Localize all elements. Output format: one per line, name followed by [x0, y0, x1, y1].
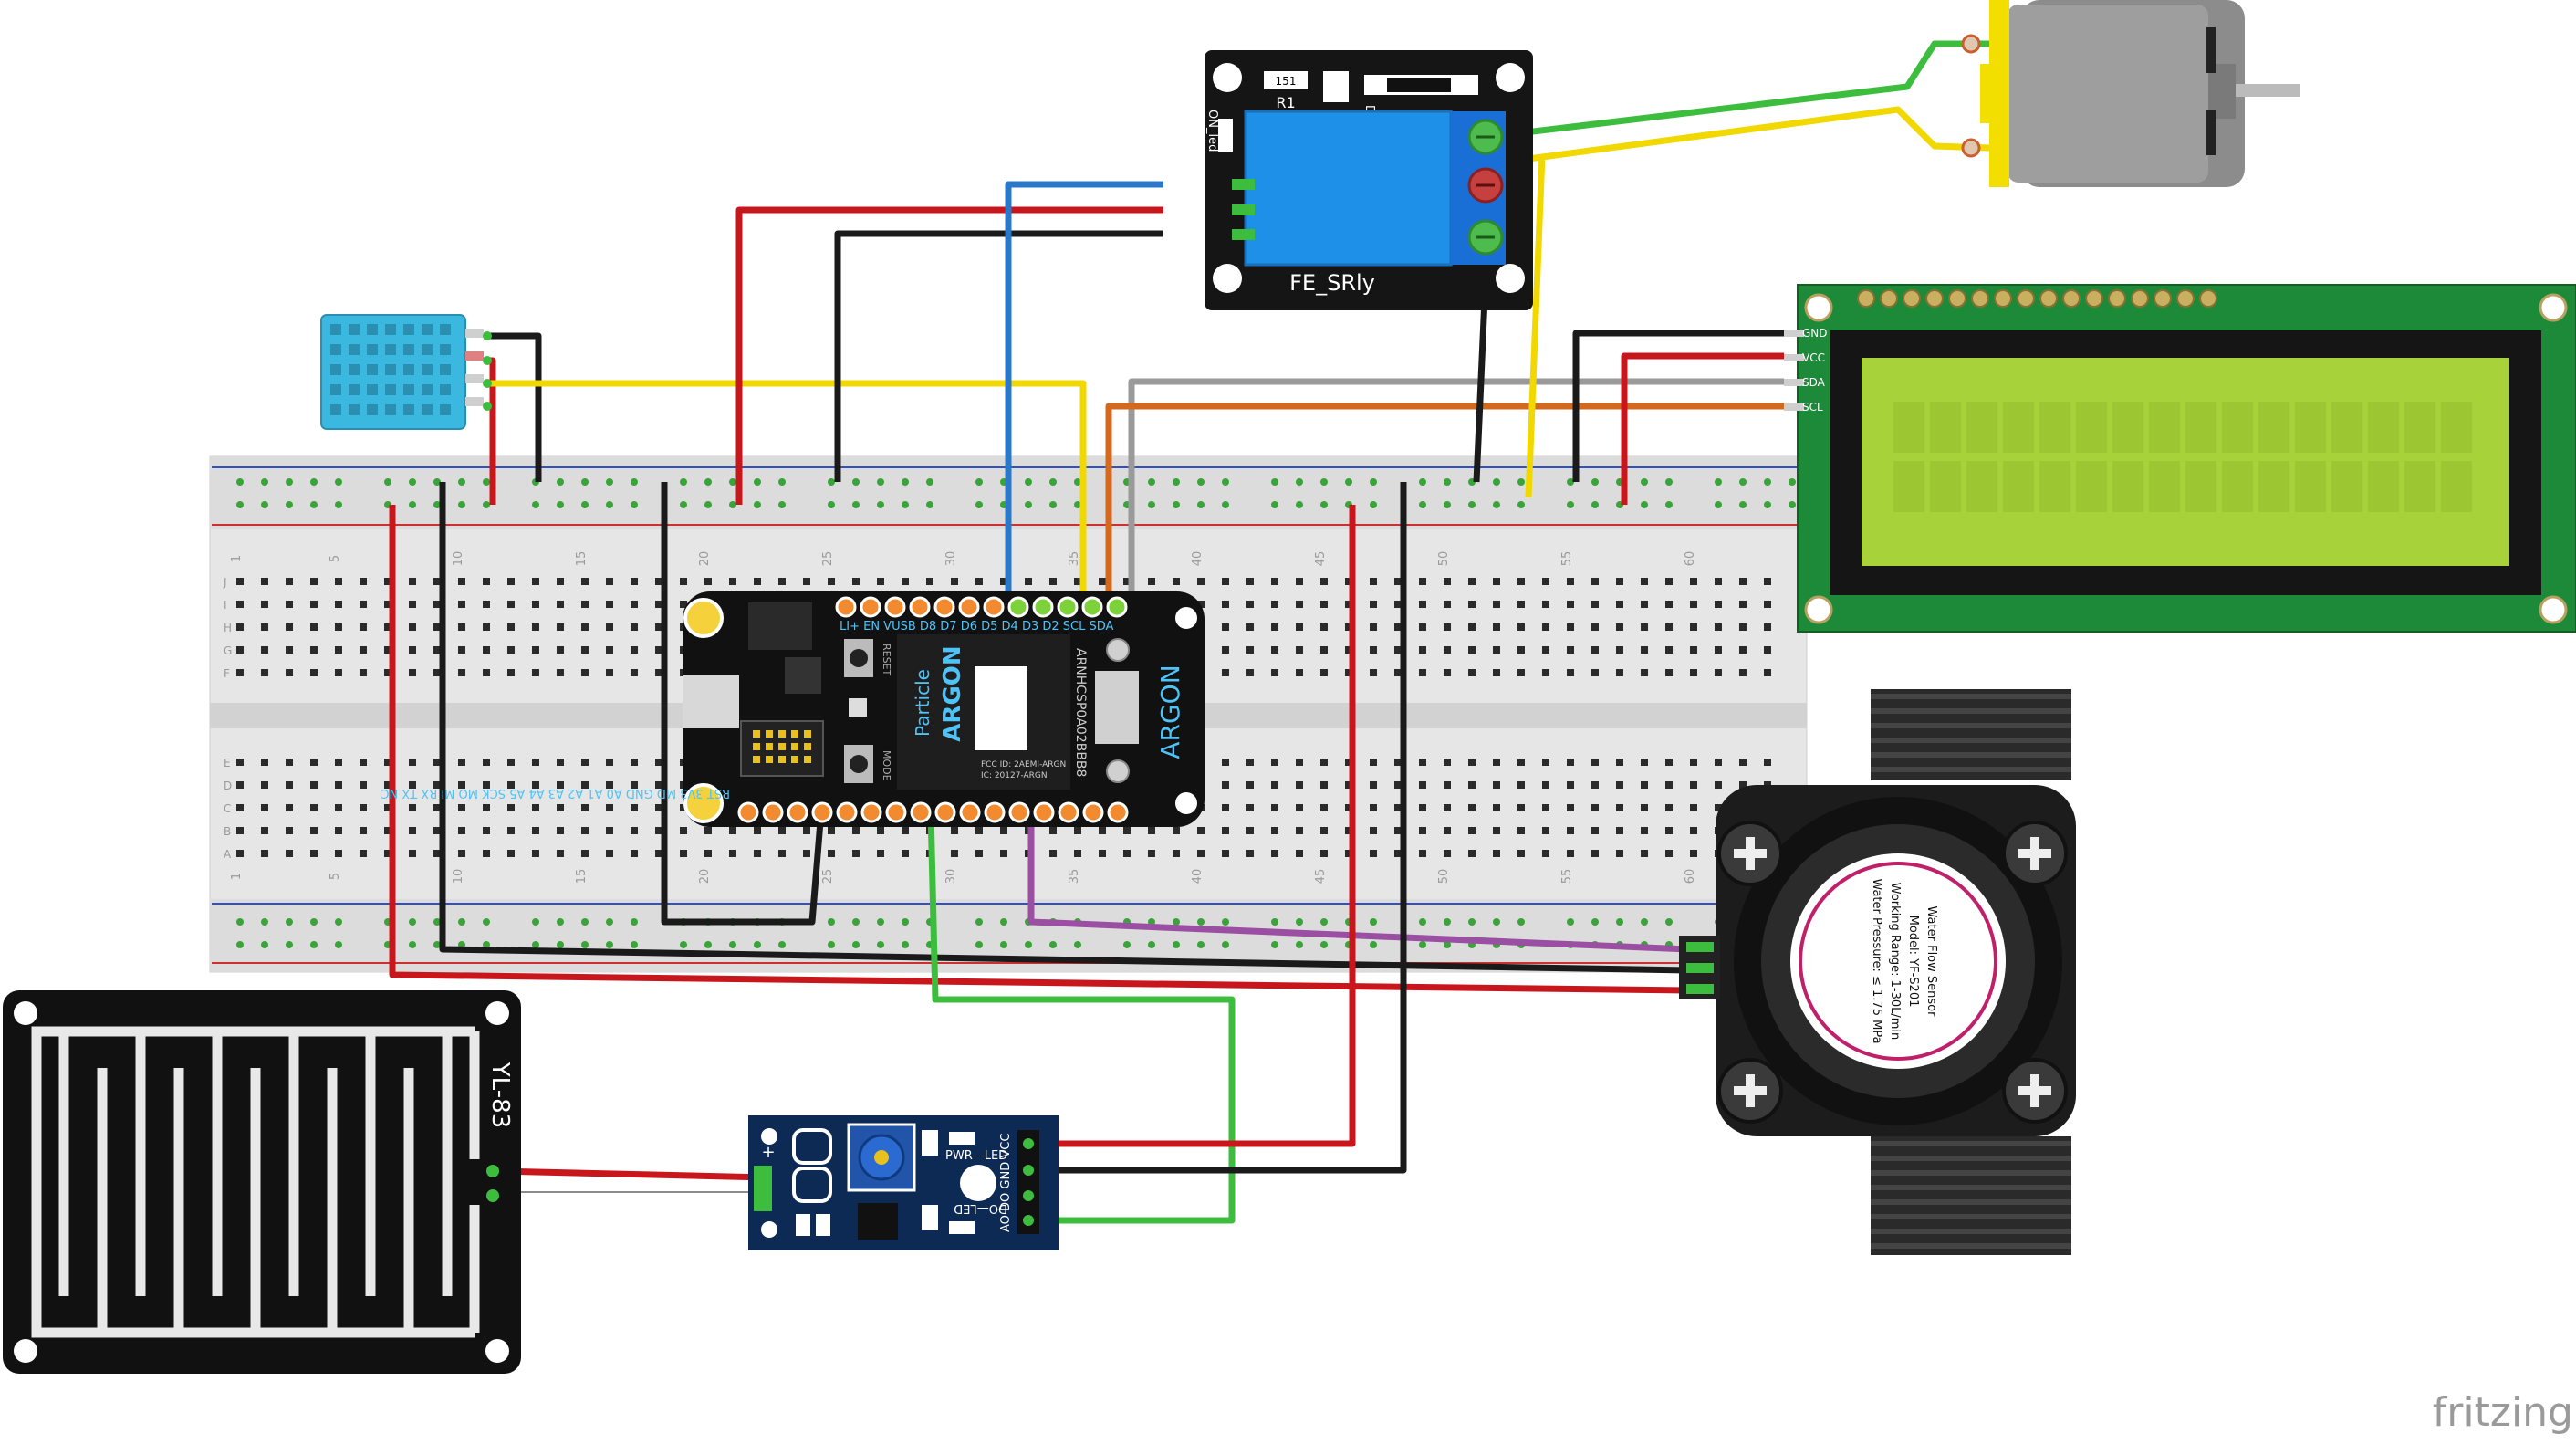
relay-resistor-code: 151: [1276, 75, 1297, 88]
flow-text-3: Working Range: 1-30L/min: [1888, 883, 1902, 1041]
flow-text-1: Water Flow Sensor: [1924, 906, 1938, 1018]
wire-argon-gnd: [661, 482, 825, 926]
column-number: 45: [1314, 869, 1328, 884]
comparator-pwr-led: PWR—LED: [945, 1149, 1007, 1163]
row-letter: D: [224, 780, 232, 792]
column-number: 40: [1191, 551, 1205, 567]
column-number: 1: [230, 555, 244, 562]
wires: [389, 40, 1990, 1224]
wire-comp-vcc: [1036, 505, 1356, 1147]
column-number: 20: [698, 551, 712, 567]
argon-name: ARGON: [939, 645, 966, 741]
column-number: 50: [1437, 869, 1451, 884]
column-number: 30: [944, 551, 958, 567]
column-number: 5: [329, 555, 342, 562]
relay-label: FE_SRly: [1289, 270, 1375, 296]
wire-lcd-vcc: [1621, 352, 1784, 505]
comparator-plus: +: [761, 1143, 775, 1162]
row-letter: G: [224, 644, 232, 657]
column-number: 50: [1437, 551, 1451, 567]
column-number: 15: [575, 551, 589, 567]
argon-side-name: ARGON: [1155, 664, 1185, 759]
dc-motor: [1961, 0, 2300, 187]
row-letter: F: [224, 667, 230, 680]
column-number: 60: [1684, 551, 1697, 567]
flow-sensor: Water Flow Sensor Model: YF-S201 Working…: [1679, 689, 2076, 1255]
wire-lcd-sda: [1128, 378, 1784, 607]
lcd-display: GND VCC SDA SCL: [1784, 284, 2576, 633]
wire-relay-gnd: [834, 230, 1163, 482]
comparator-minus: -: [766, 1213, 772, 1232]
wire-relay-signal: [1005, 181, 1163, 607]
column-number: 10: [452, 869, 465, 884]
argon-fcc-line2: IC: 20127-ARGN: [981, 771, 1048, 780]
wire-flow-gnd: [439, 482, 1689, 974]
wire-comp-ao: [927, 810, 1236, 1224]
argon-serial: ARNHCSP0A02BBB8: [1073, 648, 1088, 777]
column-number: 35: [1068, 869, 1081, 884]
column-number: 5: [329, 873, 342, 880]
comparator-module: + - PWR—LED DO—LED AO DO GND VCC: [748, 1115, 1059, 1250]
rain-sensor-label: YL-83: [486, 1062, 514, 1128]
fritzing-watermark: fritzing: [2433, 1389, 2573, 1436]
wire-lcd-scl: [1105, 403, 1784, 607]
lcd-pin-scl: SCL: [1802, 401, 1823, 413]
column-number: 20: [698, 869, 712, 884]
row-letter: E: [224, 757, 231, 769]
rain-sensor: YL-83: [3, 990, 521, 1374]
argon-bottom-pin-labels: RST 3V3 MD GND A0 A1 A2 A3 A4 A5 SCK MO …: [381, 786, 730, 800]
relay-module: 151 R1 D1 ON_led FE_SRly: [1205, 50, 1533, 310]
column-number: 55: [1560, 551, 1574, 567]
column-number: 45: [1314, 551, 1328, 567]
argon-mode-label: MODE: [881, 750, 892, 781]
column-number: 40: [1191, 869, 1205, 884]
relay-r1-label: R1: [1276, 94, 1295, 111]
row-letter: J: [223, 576, 227, 589]
wire-flow-vcc: [389, 505, 1689, 994]
column-number: 55: [1560, 869, 1574, 884]
wire-rain-plus: [496, 1167, 767, 1181]
lcd-pin-vcc: VCC: [1802, 351, 1825, 364]
argon-brand: Particle: [912, 669, 933, 737]
row-letter: I: [224, 599, 227, 612]
wire-relay-motor-yellow: [1486, 106, 1990, 168]
wire-relay-vcc: [735, 206, 1163, 505]
comparator-pins: AO DO GND VCC: [999, 1134, 1013, 1232]
row-letter: A: [224, 848, 232, 861]
flow-text-2: Model: YF-S201: [1906, 916, 1920, 1008]
argon-top-pin-labels: LI+ EN VUSB D8 D7 D6 D5 D4 D3 D2 SCL SDA: [840, 620, 1114, 633]
column-number: 25: [821, 869, 835, 884]
wire-dht-data: [484, 380, 1087, 607]
column-number: 30: [944, 869, 958, 884]
dht-sensor: [320, 314, 492, 430]
lcd-pin-sda: SDA: [1802, 376, 1826, 389]
breadboard-column-numbers: 1155101015152020252530303535404045455050…: [230, 551, 1697, 884]
column-number: 35: [1068, 551, 1081, 567]
column-number: 15: [575, 869, 589, 884]
column-number: 10: [452, 551, 465, 567]
lcd-pin-gnd: GND: [1802, 327, 1828, 340]
column-number: 25: [821, 551, 835, 567]
row-letter: B: [224, 825, 231, 838]
row-letter: H: [224, 622, 232, 634]
flow-text-4: Water Pressure: ≤ 1.75 MPa: [1870, 878, 1883, 1043]
argon-fcc-line1: FCC ID: 2AEMI-ARGN: [981, 760, 1066, 769]
row-letter: C: [224, 802, 231, 815]
relay-led-label: ON_led: [1205, 110, 1219, 152]
column-number: 1: [230, 873, 244, 880]
wire-comp-gnd: [1036, 482, 1407, 1174]
wire-dht-gnd: [484, 332, 542, 482]
particle-argon: LI+ EN VUSB D8 D7 D6 D5 D4 D3 D2 SCL SDA…: [381, 591, 1205, 827]
wire-lcd-gnd: [1572, 330, 1784, 482]
column-number: 60: [1684, 869, 1697, 884]
wire-relay-com-yellow: [1525, 154, 1546, 498]
comparator-do-led: DO—LED: [954, 1201, 1007, 1215]
argon-reset-label: RESET: [881, 644, 892, 676]
